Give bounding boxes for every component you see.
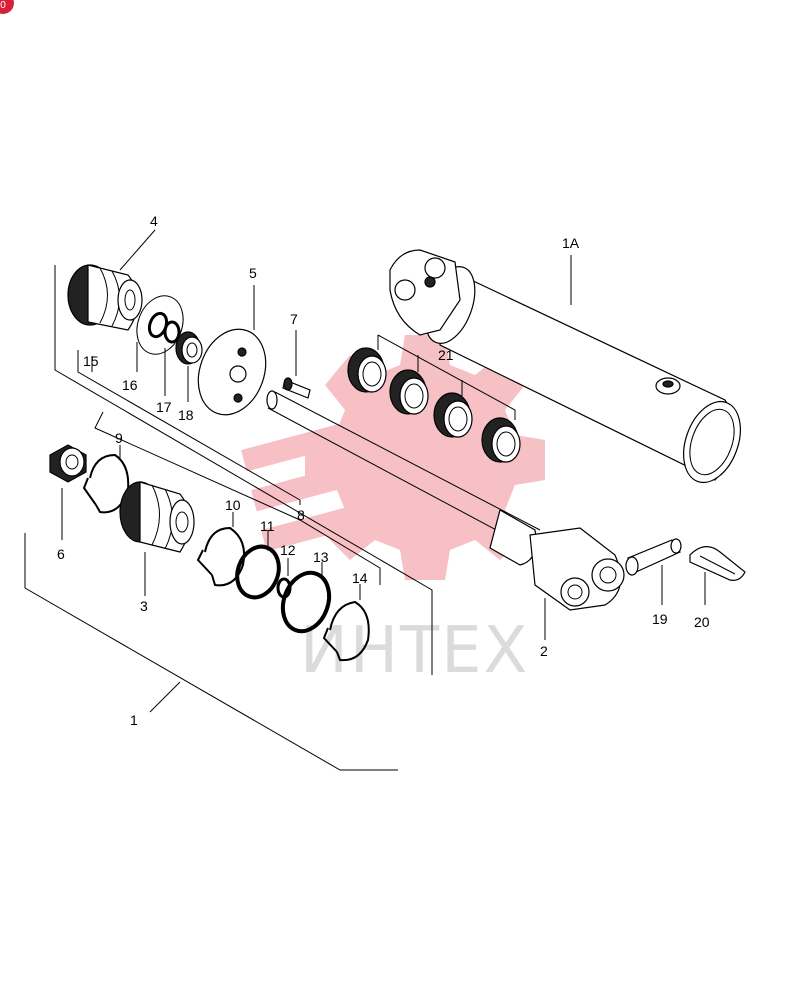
callout-21: 21 bbox=[438, 347, 454, 363]
callout-7: 7 bbox=[290, 311, 298, 327]
callout-15: 15 bbox=[83, 353, 99, 369]
callout-13: 13 bbox=[313, 549, 329, 565]
callout-3: 3 bbox=[140, 598, 148, 614]
callout-1A: 1A bbox=[562, 235, 580, 251]
corner-badge: 0 bbox=[0, 0, 14, 14]
callout-16: 16 bbox=[122, 377, 138, 393]
callout-20: 20 bbox=[694, 614, 710, 630]
callout-4: 4 bbox=[150, 213, 158, 229]
bushing-18 bbox=[175, 331, 203, 365]
bleed-screw bbox=[282, 377, 311, 399]
callout-18: 18 bbox=[178, 407, 194, 423]
wiper-seal-boot bbox=[67, 264, 143, 331]
callout-6: 6 bbox=[57, 546, 65, 562]
callout-19: 19 bbox=[652, 611, 668, 627]
piston-rings-set bbox=[347, 347, 521, 463]
callout-10: 10 bbox=[225, 497, 241, 513]
callout-12: 12 bbox=[280, 542, 296, 558]
kit-bracket-8 bbox=[94, 411, 381, 585]
callout-5: 5 bbox=[249, 265, 257, 281]
callout-9: 9 bbox=[115, 430, 123, 446]
piston-3 bbox=[119, 481, 195, 553]
retaining-clip bbox=[689, 546, 746, 581]
callout-8: 8 bbox=[297, 507, 305, 523]
callout-2: 2 bbox=[540, 643, 548, 659]
split-ring-9 bbox=[82, 453, 130, 514]
kit-bracket-15 bbox=[77, 350, 301, 501]
callout-17: 17 bbox=[156, 399, 172, 415]
callout-1: 1 bbox=[130, 712, 138, 728]
clevis-pin bbox=[625, 538, 682, 576]
kit-bracket-1 bbox=[24, 265, 433, 771]
watermark-text: ИНТЕХ bbox=[300, 614, 529, 688]
seal-ring-11 bbox=[235, 544, 281, 600]
cylinder-barrel bbox=[389, 249, 741, 484]
split-ring-10 bbox=[196, 526, 246, 587]
gland-head-5 bbox=[197, 328, 267, 416]
callout-14: 14 bbox=[352, 570, 368, 586]
o-ring-17 bbox=[163, 320, 181, 344]
split-ring-14 bbox=[322, 600, 370, 662]
callout-11: 11 bbox=[260, 518, 275, 534]
seal-ring-13 bbox=[280, 570, 332, 634]
lock-nut bbox=[49, 444, 87, 483]
piston-rod bbox=[266, 390, 625, 611]
